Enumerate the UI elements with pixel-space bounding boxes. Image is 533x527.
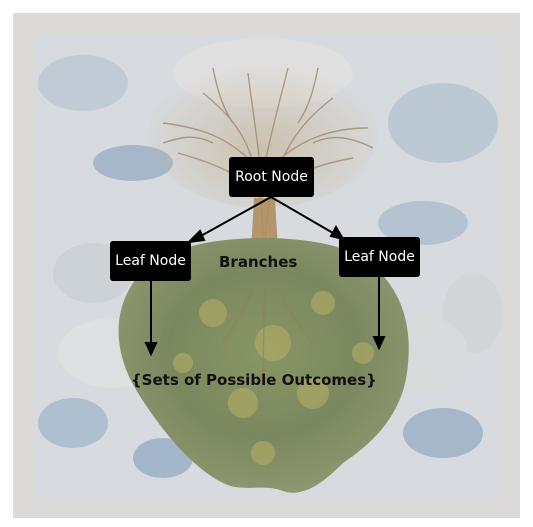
inverted-tree-in-clouds-image [13, 13, 520, 518]
root-node: Root Node [229, 157, 314, 197]
right-leaf-node: Leaf Node [339, 237, 420, 277]
branches-label: Branches [219, 253, 298, 271]
background-artwork-frame: Root Node Leaf Node Leaf Node Branches {… [13, 13, 520, 518]
arrow-root-to-right-leaf [270, 196, 334, 234]
left-leaf-node: Leaf Node [110, 241, 191, 281]
arrow-root-to-left-leaf [198, 196, 272, 238]
outcomes-label: {Sets of Possible Outcomes} [131, 371, 377, 389]
